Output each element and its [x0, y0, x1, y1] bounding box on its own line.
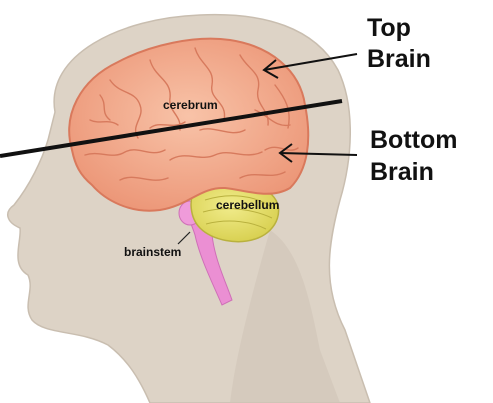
cerebrum-label: cerebrum	[163, 98, 218, 112]
cerebellum-label: cerebellum	[216, 198, 279, 212]
top-brain-arrow	[262, 53, 358, 79]
bottom-brain-arrow	[278, 143, 358, 163]
brainstem-leader-line	[177, 231, 191, 245]
head-shadow	[230, 230, 340, 403]
cerebellum-folds	[202, 195, 273, 230]
top-brain-label-line2: Brain	[367, 45, 431, 73]
brainstem-label: brainstem	[124, 245, 181, 259]
bottom-brain-label-line1: Bottom	[370, 126, 457, 154]
bottom-brain-label-line2: Brain	[370, 158, 434, 186]
top-bottom-divider-line	[0, 99, 343, 158]
top-brain-label-line1: Top	[367, 14, 411, 42]
cerebrum-gyri	[84, 47, 299, 181]
